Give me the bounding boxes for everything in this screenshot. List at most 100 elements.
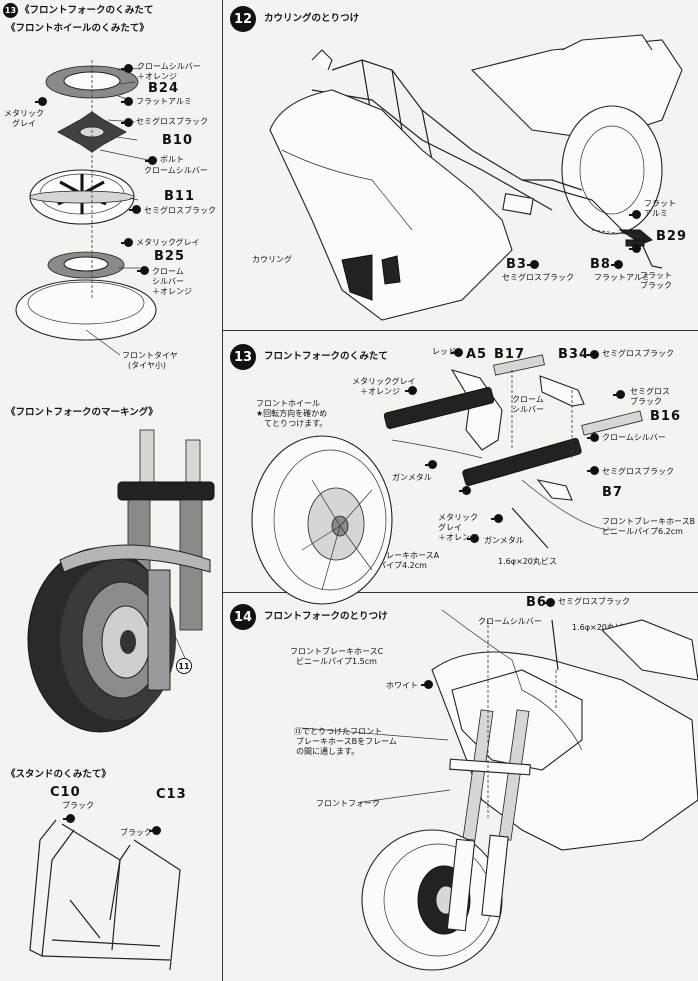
label-chrome2-1: クローム — [152, 267, 184, 276]
label-flat-alumi-2: アルミ — [644, 209, 668, 218]
paint-mark — [137, 266, 149, 275]
part-b34: B34 — [558, 347, 589, 362]
part-b10: B10 — [162, 133, 193, 148]
part-c13: C13 — [156, 787, 187, 802]
label-hose-b-1: フロントブレーキホースB — [602, 517, 696, 526]
part-b16: B16 — [650, 409, 681, 424]
label-wheel-note-2: ★回転方向を確かめ — [256, 409, 328, 418]
part-b24: B24 — [148, 81, 179, 96]
paint-mark — [121, 97, 133, 106]
paint-mark — [451, 348, 463, 357]
fork-marking-title: 《フロントフォークのマーキング》 — [6, 407, 158, 418]
label-semigloss-4: セミグロスブラック — [602, 467, 674, 476]
label-metallic-orange-1: メタリックグレイ — [352, 377, 416, 386]
label-metallic-2: グレイ — [12, 119, 36, 128]
paint-mark — [491, 514, 503, 523]
part-b29: B29 — [656, 229, 687, 244]
label-screw-13: 1.6φ×20丸ビス — [498, 557, 557, 566]
label-screw-14: 1.6φ×20丸ビス — [572, 623, 631, 632]
label-semigloss-2: セミグロスブラック — [144, 206, 216, 215]
paint-mark — [121, 64, 133, 73]
label-b3-color: セミグロスブラック — [502, 273, 574, 282]
label-b6-color: セミグロスブラック — [558, 597, 630, 606]
label-metallic-1: メタリック — [4, 109, 44, 118]
label-hose-a-1: フロントブレーキホースA — [346, 551, 440, 560]
label-semigloss-3-1: セミグロス — [630, 387, 670, 396]
label-bolt-1: ボルト — [160, 155, 184, 164]
step-14-badge: 14 — [230, 604, 256, 630]
column-divider — [222, 0, 223, 981]
paint-mark — [145, 156, 157, 165]
label-c10-color: ブラック — [62, 801, 94, 810]
stand-assembly-title: 《スタンドのくみたて》 — [6, 769, 111, 780]
label-chrome-silver-3: クロームシルバー — [602, 433, 666, 442]
label-flat-black-2: ブラック — [640, 281, 672, 290]
fork-install-illustration — [301, 609, 698, 971]
label-bolt-2: クロームシルバー — [144, 166, 208, 175]
paint-mark — [467, 534, 479, 543]
paint-mark — [629, 244, 641, 253]
part-b8: B8 — [590, 257, 611, 272]
part-b17: B17 — [494, 347, 525, 362]
wheel-assembly-subtitle: 《フロントホイールのくみたて》 — [6, 23, 149, 34]
paint-mark — [613, 390, 625, 399]
paint-mark — [527, 260, 539, 269]
label-flat-alumi: フラットアルミ — [136, 97, 192, 106]
label-hose-b-2: ビニールパイプ6.2cm — [602, 527, 683, 536]
label-cowling: カウリング — [252, 255, 292, 264]
fork-assembly-illustration — [251, 354, 643, 605]
part-b3: B3 — [506, 257, 527, 272]
cowling-illustration — [269, 34, 683, 321]
paint-mark — [405, 386, 417, 395]
paint-mark — [63, 814, 75, 823]
step-12-title: カウリングのとりつけ — [264, 13, 360, 24]
wheel-assembly-illustration — [15, 60, 157, 356]
label-semigloss-3-2: ブラック — [630, 397, 662, 406]
paint-mark — [121, 118, 133, 127]
label-hose-c-2: ビニールパイプ1.5cm — [296, 657, 377, 666]
label-gunmetal-1: ガンメタル — [392, 473, 432, 482]
part-b6: B6 — [526, 595, 547, 610]
paint-mark — [629, 210, 641, 219]
paint-mark — [459, 486, 471, 495]
step-13-badge: 13 — [230, 344, 256, 370]
fork-marking-illustration — [27, 429, 215, 733]
label-tire-1: フロントタイヤ — [122, 351, 178, 360]
label-note-1: ⑬でとりつけたフロント — [294, 727, 383, 736]
label-chrome2-3: ＋オレンジ — [152, 287, 192, 296]
label-hose-a-2: ビニールパイプ4.2cm — [346, 561, 427, 570]
label-c13-color: ブラック — [120, 828, 152, 837]
label-front-fork: フロントフォーク — [316, 799, 380, 808]
step-13-badge-left: 13 — [3, 3, 18, 18]
label-flat-black-1: フラット — [640, 271, 672, 280]
label-metallic-gray-2: グレイ — [438, 523, 462, 532]
paint-mark — [149, 826, 161, 835]
label-wheel-note-3: てとりつけます。 — [264, 419, 328, 428]
part-b11: B11 — [164, 189, 195, 204]
paint-mark — [421, 680, 433, 689]
step-14-title: フロントフォークのとりつけ — [264, 611, 388, 622]
step-13-title: フロントフォークのくみたて — [264, 351, 388, 362]
decal-number-11: 11 — [176, 658, 192, 674]
label-white: ホワイト — [386, 681, 418, 690]
label-b34-color: セミグロスブラック — [602, 349, 674, 358]
step-13-title-left: 《フロントフォークのくみたて — [20, 5, 154, 16]
section-divider-12-13 — [222, 330, 698, 331]
part-b7: B7 — [602, 485, 623, 500]
label-metallic-gray: メタリックグレイ — [136, 238, 200, 247]
label-hose-c-1: フロントブレーキホースC — [290, 647, 384, 656]
paint-mark — [129, 205, 141, 214]
stand-illustration — [29, 819, 181, 971]
label-b8-color: フラットアルミ — [594, 273, 650, 282]
paint-mark — [543, 598, 555, 607]
paint-mark — [35, 97, 47, 106]
paint-mark — [425, 460, 437, 469]
label-tire-2: (タイヤ小) — [128, 361, 167, 370]
step-12-badge: 12 — [230, 6, 256, 32]
section-divider-13-14 — [222, 592, 698, 593]
label-gunmetal-2: ガンメタル — [484, 536, 524, 545]
label-chrome2-2: シルバー — [152, 277, 184, 286]
label-note-3: の間に通します。 — [296, 747, 360, 756]
part-b25: B25 — [154, 249, 185, 264]
label-chrome-orange-2: ＋オレンジ — [137, 72, 177, 81]
